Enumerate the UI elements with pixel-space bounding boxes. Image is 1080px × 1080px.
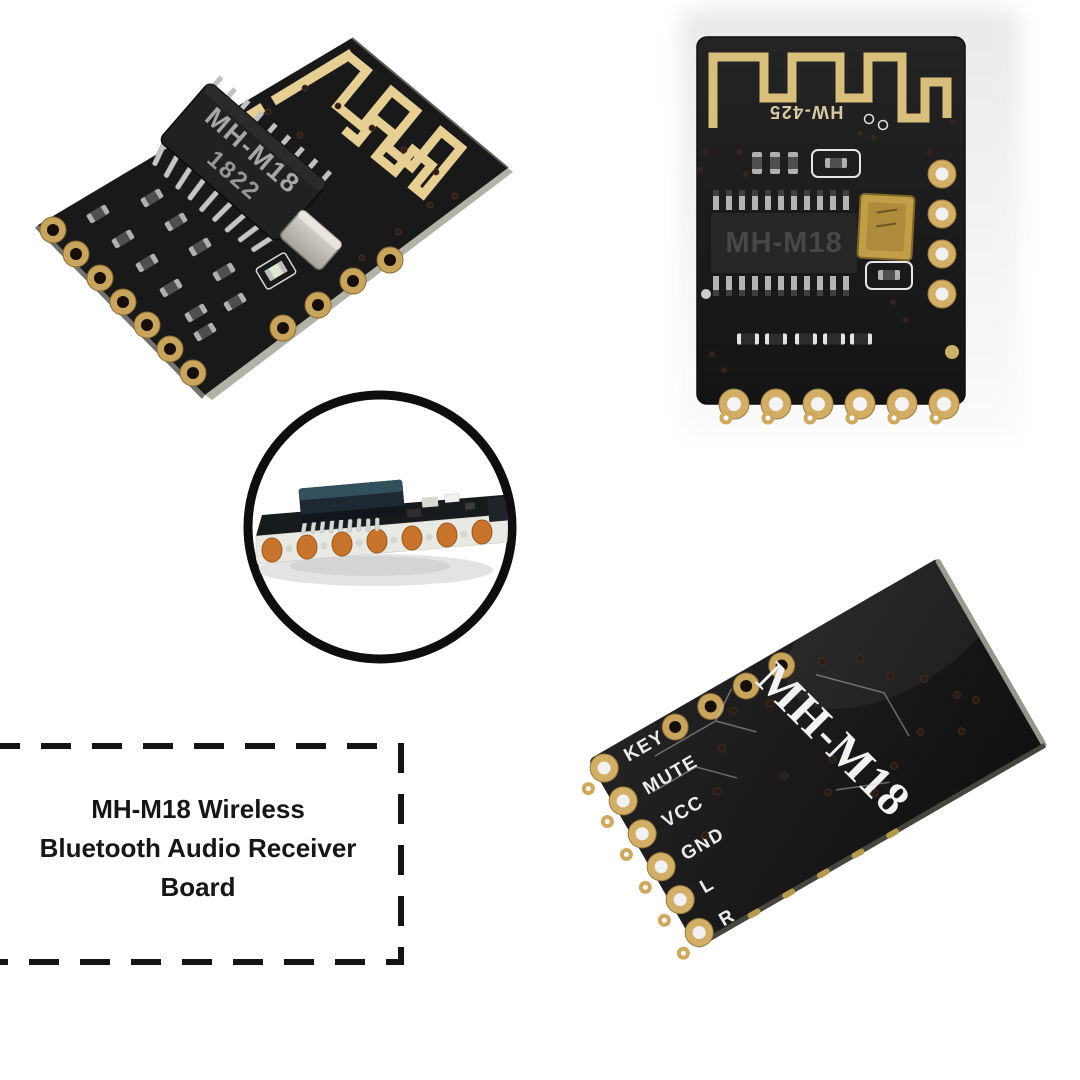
side-small-parts <box>406 493 508 522</box>
silkscreen-model-text: HW-425 <box>769 102 844 122</box>
crystal-front <box>280 210 342 270</box>
bottom-castellation-bumps <box>747 828 900 919</box>
smd-components-top <box>737 149 913 345</box>
main-ic-top: MH-M18 <box>701 190 859 299</box>
pcb-back-board <box>590 559 1046 947</box>
product-title: MH-M18 Wireless Bluetooth Audio Receiver… <box>12 790 384 907</box>
photo-side-inset <box>243 390 517 664</box>
ic-highlight <box>204 83 325 191</box>
caption-dashed-border <box>0 743 404 965</box>
product-title-line3: Board <box>160 872 236 902</box>
product-title-line1: MH-M18 Wireless <box>91 794 305 824</box>
crystal-top <box>856 192 916 262</box>
back-traces <box>652 673 910 793</box>
vias-back <box>701 654 980 840</box>
led-front <box>255 252 297 290</box>
side-board-edge <box>255 512 508 565</box>
pin1-dot <box>701 289 711 299</box>
antenna-trace-top <box>708 52 952 128</box>
inset-content <box>255 479 508 586</box>
product-title-line2: Bluetooth Audio Receiver <box>39 833 357 863</box>
test-pads-top <box>857 113 889 141</box>
gold-dot <box>945 345 959 359</box>
vias-top <box>697 119 956 373</box>
side-ic <box>298 479 406 534</box>
chip-marking-top: MH-M18 <box>725 227 842 259</box>
photo-front-angled: MH-M18 1822 <box>35 37 513 400</box>
photo-top-view: HW-425 <box>680 8 1020 438</box>
photo-back-view: KEY MUTE VCC GND L R MH-M18 <box>579 550 1047 963</box>
side-edge-pads <box>261 519 493 563</box>
board-thickness-edge <box>935 559 1047 748</box>
antenna-meander-trace <box>331 50 468 201</box>
pcb-front-edge-top <box>351 37 509 169</box>
